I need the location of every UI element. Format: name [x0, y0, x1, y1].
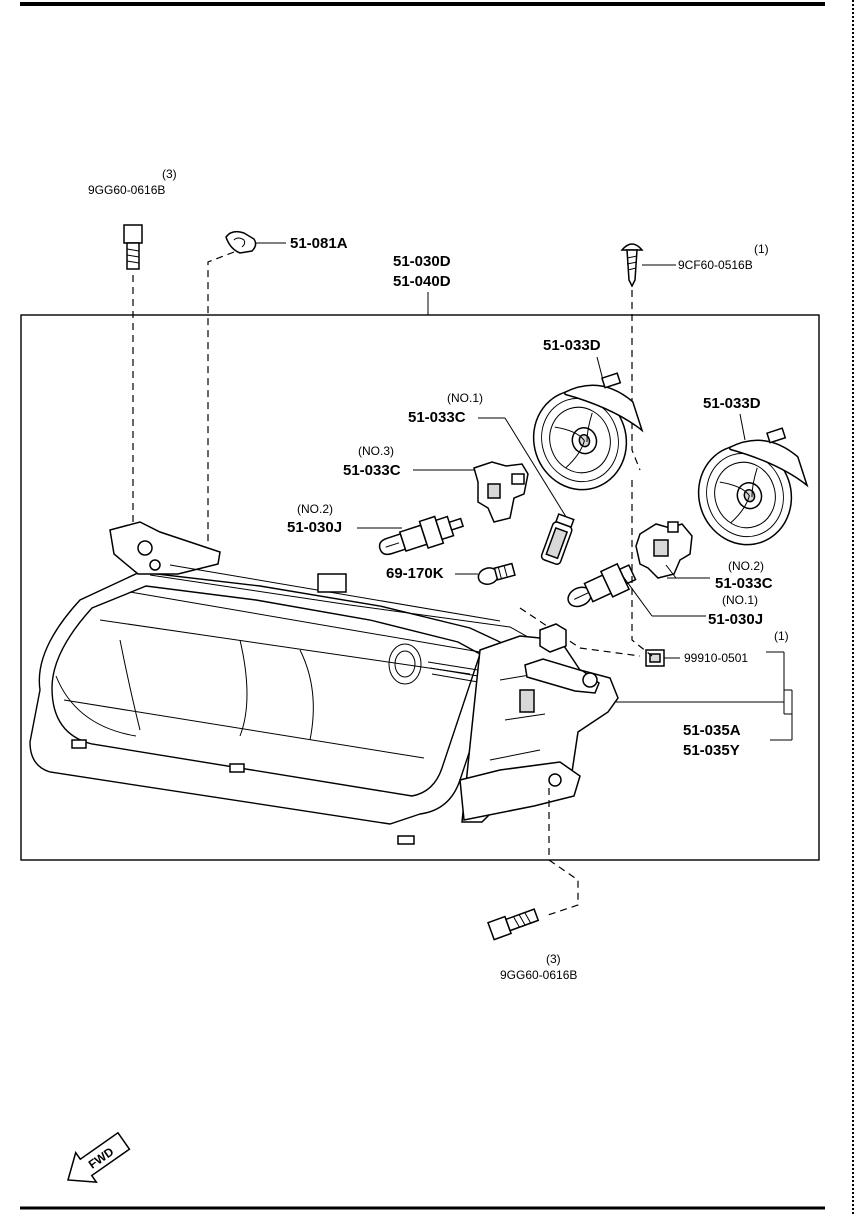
socket-no1-icon — [540, 513, 575, 565]
adjuster-part-2: 51-035Y — [683, 742, 740, 759]
socket-no3-num: (NO.3) — [358, 444, 394, 458]
nut-icon — [645, 649, 665, 667]
screw-part: 9CF60-0516B — [678, 258, 753, 272]
bulb-no1-num: (NO.1) — [722, 593, 758, 607]
clip-top-part: 51-081A — [290, 235, 348, 252]
bulb-no1-part: 51-030J — [708, 611, 763, 628]
assembly-part-2: 51-040D — [393, 273, 451, 290]
page-border — [20, 0, 854, 1214]
bolt-bottom-qty: (3) — [546, 952, 561, 966]
bulb-small-part: 69-170K — [386, 565, 444, 582]
socket-right-d-label: 51-033D — [703, 395, 761, 412]
screw-icon — [620, 243, 644, 288]
fwd-arrow-icon: FWD — [67, 1131, 131, 1183]
bulb-no2-icon — [378, 515, 465, 556]
screw-qty: (1) — [754, 242, 769, 256]
bolt-top-qty: (3) — [162, 167, 177, 181]
socket-left-d-icon — [532, 372, 644, 491]
socket-no2-icon — [635, 521, 693, 579]
headlamp-assembly-icon — [29, 521, 619, 845]
socket-no3-part: 51-033C — [343, 462, 401, 479]
bulb-no2-num: (NO.2) — [297, 502, 333, 516]
socket-left-d-label: 51-033D — [543, 337, 601, 354]
bulb-no1-icon — [567, 562, 637, 608]
clip-icon — [225, 230, 257, 254]
bolt-bottom-icon — [487, 908, 540, 941]
assembly-part-1: 51-030D — [393, 253, 451, 270]
socket-no2-part: 51-033C — [715, 575, 773, 592]
bolt-top-icon — [123, 224, 143, 270]
bolt-bottom-part: 9GG60-0616B — [500, 968, 577, 982]
bulb-no2-part: 51-030J — [287, 519, 342, 536]
nut-qty: (1) — [774, 629, 789, 643]
socket-no2-num: (NO.2) — [728, 559, 764, 573]
socket-no3-icon — [473, 461, 529, 523]
assembly-box — [20, 314, 820, 861]
adjuster-part-1: 51-035A — [683, 722, 741, 739]
socket-no1-num: (NO.1) — [447, 391, 483, 405]
bolt-top-part: 9GG60-0616B — [88, 183, 165, 197]
socket-right-d-icon — [697, 427, 809, 546]
bulb-small-icon — [477, 562, 516, 585]
nut-part: 99910-0501 — [684, 651, 748, 665]
socket-no1-part: 51-033C — [408, 409, 466, 426]
